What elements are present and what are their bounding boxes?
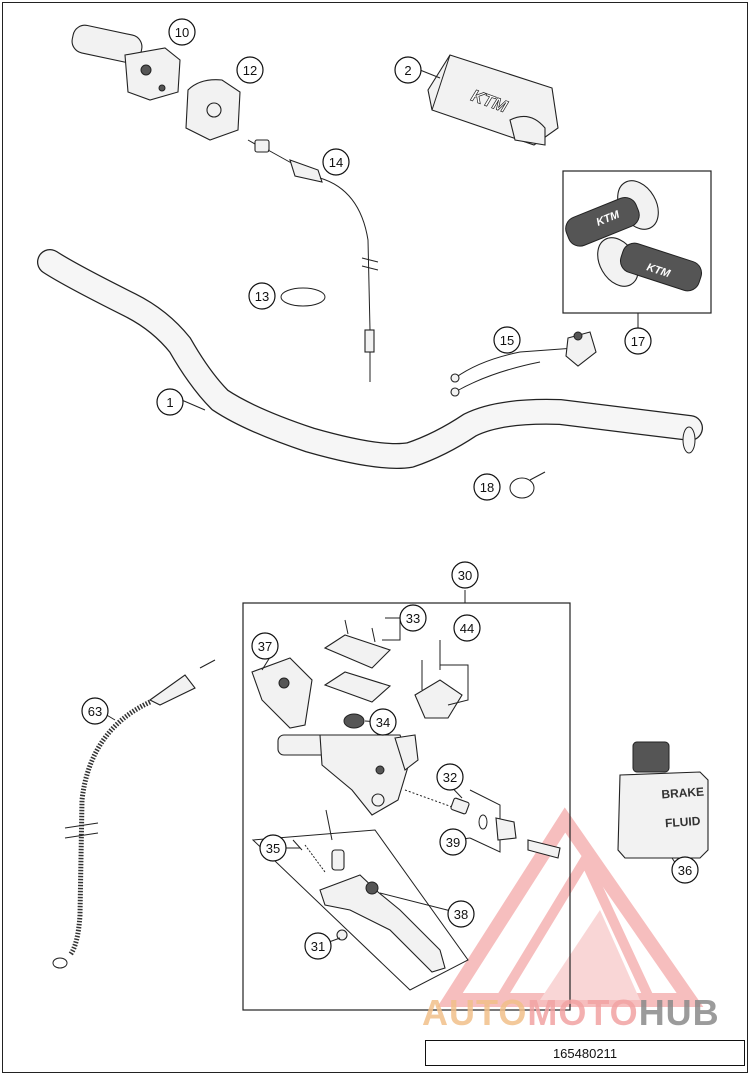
callout-17: 17 bbox=[624, 327, 652, 355]
callout-circle bbox=[259, 834, 287, 862]
callout-12: 12 bbox=[236, 56, 264, 84]
callout-36: 36 bbox=[671, 856, 699, 884]
part-throttle-housing bbox=[71, 24, 181, 101]
callout-label: 63 bbox=[88, 704, 102, 719]
callout-2: 2 bbox=[394, 56, 422, 84]
callout-label: 44 bbox=[460, 621, 474, 636]
callout-circle bbox=[168, 18, 196, 46]
part-throttle-cable bbox=[247, 139, 379, 382]
part-handlebar-pad: KTM bbox=[427, 54, 559, 146]
callout-circle bbox=[304, 932, 332, 960]
callout-circle bbox=[624, 327, 652, 355]
part-throttle-cover bbox=[185, 79, 241, 141]
callout-33: 33 bbox=[399, 604, 427, 632]
callout-label: 35 bbox=[266, 841, 280, 856]
callout-label: 18 bbox=[480, 480, 494, 495]
callout-circle bbox=[493, 326, 521, 354]
document-number: 165480211 bbox=[425, 1040, 745, 1066]
callout-circle bbox=[369, 708, 397, 736]
callout-circle bbox=[436, 763, 464, 791]
callout-label: 34 bbox=[376, 715, 390, 730]
part-pin-spring bbox=[292, 809, 345, 873]
callout-label: 32 bbox=[443, 770, 457, 785]
part-lever-guard bbox=[251, 657, 313, 729]
callout-label: 12 bbox=[243, 63, 257, 78]
part-handlebar bbox=[37, 249, 703, 469]
fluid-label-line1: BRAKE bbox=[661, 785, 705, 802]
fluid-label-line2: FLUID bbox=[665, 814, 702, 830]
part-o-ring bbox=[280, 287, 326, 307]
callout-44: 44 bbox=[453, 614, 481, 642]
brake-assembly-box bbox=[242, 602, 571, 1011]
part-piston-spring bbox=[404, 789, 501, 853]
callout-label: 10 bbox=[175, 25, 189, 40]
watermark-moto: MOTO bbox=[527, 992, 639, 1033]
callout-label: 13 bbox=[255, 289, 269, 304]
watermark-text: AUTOMOTOHUB bbox=[422, 992, 752, 1036]
callout-label: 38 bbox=[454, 907, 468, 922]
callout-label: 31 bbox=[311, 939, 325, 954]
callout-circle bbox=[156, 388, 184, 416]
part-brake-fluid-bottle: BRAKE FLUID bbox=[617, 741, 709, 859]
part-kill-switch bbox=[450, 331, 597, 397]
callout-circle bbox=[451, 561, 479, 589]
callout-label: 14 bbox=[329, 155, 343, 170]
watermark-auto: AUTO bbox=[422, 992, 528, 1033]
part-grips: KTM KTM bbox=[562, 170, 712, 314]
callout-14: 14 bbox=[322, 148, 350, 176]
part-clamp bbox=[414, 640, 469, 719]
part-master-cylinder bbox=[277, 734, 419, 816]
callout-circle bbox=[248, 282, 276, 310]
callout-label: 1 bbox=[166, 395, 173, 410]
callout-1: 1 bbox=[156, 388, 184, 416]
callout-label: 2 bbox=[404, 63, 411, 78]
callout-circle bbox=[453, 614, 481, 642]
callout-30: 30 bbox=[451, 561, 479, 589]
callout-18: 18 bbox=[473, 473, 501, 501]
callout-31: 31 bbox=[304, 932, 332, 960]
callout-label: 15 bbox=[500, 333, 514, 348]
part-reservoir-cover bbox=[323, 617, 401, 703]
callout-circle bbox=[447, 900, 475, 928]
callout-circle bbox=[322, 148, 350, 176]
callout-label: 36 bbox=[678, 863, 692, 878]
callout-15: 15 bbox=[493, 326, 521, 354]
callout-13: 13 bbox=[248, 282, 276, 310]
callout-circle bbox=[399, 604, 427, 632]
callout-circle bbox=[236, 56, 264, 84]
callout-label: 33 bbox=[406, 611, 420, 626]
callout-label: 30 bbox=[458, 568, 472, 583]
callout-label: 17 bbox=[631, 334, 645, 349]
watermark-hub: HUB bbox=[638, 992, 720, 1033]
callout-circle bbox=[671, 856, 699, 884]
callout-circle bbox=[439, 828, 467, 856]
part-brake-hose bbox=[52, 659, 216, 969]
callout-circle bbox=[251, 632, 279, 660]
callout-circle bbox=[473, 473, 501, 501]
callout-label: 37 bbox=[258, 639, 272, 654]
callout-10: 10 bbox=[168, 18, 196, 46]
callout-circle bbox=[81, 697, 109, 725]
part-cable-tie bbox=[509, 471, 546, 499]
part-diaphragm bbox=[343, 713, 365, 729]
callout-34: 34 bbox=[369, 708, 397, 736]
part-brake-lever bbox=[319, 874, 446, 973]
callout-label: 39 bbox=[446, 835, 460, 850]
lever-subassembly-frame bbox=[251, 829, 469, 991]
callout-39: 39 bbox=[439, 828, 467, 856]
callout-35: 35 bbox=[259, 834, 287, 862]
callout-38: 38 bbox=[447, 900, 475, 928]
callout-circle bbox=[394, 56, 422, 84]
part-pushrod bbox=[478, 814, 561, 859]
callout-63: 63 bbox=[81, 697, 109, 725]
callout-32: 32 bbox=[436, 763, 464, 791]
callout-37: 37 bbox=[251, 632, 279, 660]
